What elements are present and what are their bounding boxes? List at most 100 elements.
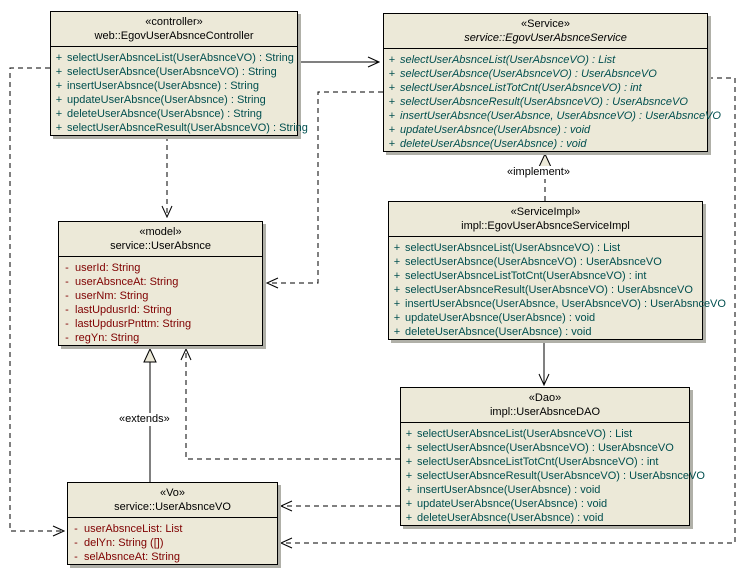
extends-edge-label: «extends» <box>117 413 172 426</box>
member-text: selectUserAbsnce(UserAbsnceVO) : UserAbs… <box>405 256 662 268</box>
visibility-symbol: + <box>388 138 396 150</box>
visibility-symbol: + <box>55 108 63 120</box>
class-name: web::EgovUserAbsnceController <box>94 30 254 42</box>
class-name: service::UserAbsnceVO <box>114 501 231 513</box>
visibility-symbol: + <box>405 512 413 524</box>
class-methods: + selectUserAbsnceList(UserAbsnceVO) : St… <box>51 47 308 135</box>
class-stereotype: «controller» <box>145 16 203 28</box>
class-box-serviceimpl[interactable]: «ServiceImpl» impl::EgovUserAbsnceServic… <box>388 201 726 340</box>
member-row: +selectUserAbsnce(UserAbsnceVO) : UserAb… <box>401 441 689 455</box>
member-row: + selectUserAbsnceListTotCnt(UserAbsnceVO… <box>401 455 689 469</box>
class-title: «model» service::UserAbsnce <box>59 222 262 257</box>
member-text: userAbsnceAt: String <box>75 276 179 288</box>
visibility-symbol: + <box>405 456 413 468</box>
class-methods: + selectUserAbsnceList(UserAbsnceVO) : Li… <box>384 49 721 151</box>
member-row: -userAbsnceAt: String <box>59 275 262 289</box>
member-row: +selectUserAbsnceResult(UserAbsnceVO) : … <box>389 283 702 297</box>
member-text: selectUserAbsnce(UserAbsnceVO) : UserAbs… <box>400 68 657 80</box>
visibility-symbol: - <box>74 537 78 549</box>
visibility-symbol: + <box>405 428 413 440</box>
dependency-dao-to-model[interactable] <box>186 349 400 460</box>
member-text: deleteUserAbsnce(UserAbsnce) : String <box>67 108 263 120</box>
member-text: deleteUserAbsnce(UserAbsnce) : void <box>417 512 604 524</box>
member-row: -delYn: String ([]) <box>68 536 277 550</box>
member-row: -lastUpdusrPnttm: String <box>59 317 262 331</box>
member-text: userAbsnceList: List <box>84 523 183 535</box>
visibility-symbol: - <box>65 276 69 288</box>
dependency-service-to-model[interactable] <box>267 91 383 283</box>
visibility-symbol: - <box>65 290 69 302</box>
member-row: -userNm: String <box>59 289 262 303</box>
visibility-symbol: + <box>393 326 401 338</box>
member-text: updateUserAbsnce(UserAbsnce) : void <box>405 312 596 324</box>
visibility-symbol: - <box>74 551 78 563</box>
class-name: impl::UserAbsnceDAO <box>489 406 601 418</box>
visibility-symbol: + <box>393 284 401 296</box>
member-text: selectUserAbsnceList(UserAbsnceVO) : Lis… <box>400 54 616 66</box>
class-name: impl::EgovUserAbsnceServiceImpl <box>461 220 630 232</box>
member-row: +selectUserAbsnceResult(UserAbsnceVO) : … <box>401 469 705 483</box>
member-text: userNm: String <box>75 290 149 302</box>
member-text: deleteUserAbsnce(UserAbsnce) : void <box>405 326 592 338</box>
implement-edge-label: «implement» <box>505 166 572 179</box>
visibility-symbol: + <box>388 82 396 94</box>
member-text: selectUserAbsnce(UserAbsnceVO) : String <box>67 66 277 78</box>
member-row: +insertUserAbsnce(UserAbsnce, UserAbsnce… <box>389 297 726 311</box>
visibility-symbol: - <box>74 523 78 535</box>
class-stereotype: «Dao» <box>528 392 562 404</box>
member-row: +selectUserAbsnceResult(UserAbsnceVO) : … <box>51 121 308 135</box>
member-row: + deleteUserAbsnce(UserAbsnce) : void <box>389 325 702 339</box>
class-box-service[interactable]: «Service» service::EgovUserAbsnceService… <box>383 13 721 152</box>
member-text: insertUserAbsnce(UserAbsnce) : void <box>417 484 601 496</box>
member-row: +insertUserAbsnce(UserAbsnce, UserAbsnce… <box>384 109 721 123</box>
class-attributes: -userId: String-userAbsnceAt: String-use… <box>59 257 262 345</box>
member-row: + updateUserAbsnce(UserAbsnce) : String <box>51 93 297 107</box>
member-text: updateUserAbsnce(UserAbsnce) : void <box>400 124 591 136</box>
member-row: -regYn: String <box>59 331 262 345</box>
visibility-symbol: + <box>55 94 63 106</box>
visibility-symbol: + <box>393 242 401 254</box>
class-stereotype: «Service» <box>521 18 570 30</box>
member-row: +selectUserAbsnceListTotCnt(UserAbsnceVO… <box>389 269 702 283</box>
member-text: selectUserAbsnceResult(UserAbsnceVO) : U… <box>400 96 688 108</box>
member-text: selectUserAbsnceList(UserAbsnceVO) : Str… <box>67 52 294 64</box>
member-text: insertUserAbsnce(UserAbsnce) : String <box>67 80 259 92</box>
visibility-symbol: - <box>65 262 69 274</box>
member-text: deleteUserAbsnce(UserAbsnce) : void <box>400 138 587 150</box>
dependency-service-to-vo[interactable] <box>281 77 736 543</box>
visibility-symbol: + <box>405 498 413 510</box>
visibility-symbol: + <box>388 54 396 66</box>
dependency-controller-to-vo[interactable] <box>9 67 64 531</box>
member-row: +insertUserAbsnce(UserAbsnce) : String <box>51 79 297 93</box>
class-title: «Vo» service::UserAbsnceVO <box>68 483 277 518</box>
visibility-symbol: + <box>405 442 413 454</box>
member-text: selectUserAbsnceList(UserAbsnceVO) : Lis… <box>405 242 621 254</box>
member-row: +updateUserAbsnce(UserAbsnce) : void <box>389 311 702 325</box>
class-attributes: -userAbsnceList: List-delYn: String ([])… <box>68 518 277 564</box>
class-box-model[interactable]: «model» service::UserAbsnce -userId: Str… <box>58 221 263 346</box>
class-box-controller[interactable]: «controller» web::EgovUserAbsnceControll… <box>50 11 308 136</box>
member-row: -userId: String <box>59 261 262 275</box>
class-title: «Dao» impl::UserAbsnceDAO <box>401 388 689 423</box>
member-row: +updateUserAbsnce(UserAbsnce) : void <box>401 497 689 511</box>
member-text: lastUpdusrId: String <box>75 304 172 316</box>
member-row: + deleteUserAbsnce(UserAbsnce) : void <box>384 137 707 151</box>
visibility-symbol: + <box>388 110 396 122</box>
member-text: selectUserAbsnceResult(UserAbsnceVO) : U… <box>417 470 705 482</box>
visibility-symbol: - <box>65 304 69 316</box>
member-text: updateUserAbsnce(UserAbsnce) : String <box>67 94 266 106</box>
member-row: + selectUserAbsnce(UserAbsnceVO) : String <box>51 65 297 79</box>
class-methods: + selectUserAbsnceList(UserAbsnceVO) : Li… <box>389 237 726 339</box>
member-text: selectUserAbsnceListTotCnt(UserAbsnceVO)… <box>417 456 659 468</box>
class-stereotype: «ServiceImpl» <box>510 206 581 218</box>
member-row: +updateUserAbsnce(UserAbsnce) : void <box>384 123 707 137</box>
visibility-symbol: + <box>55 66 63 78</box>
member-row: -userAbsnceList: List <box>68 522 277 536</box>
member-text: selAbsnceAt: String <box>84 551 180 563</box>
class-box-dao[interactable]: «Dao» impl::UserAbsnceDAO +selectUserAbs… <box>400 387 705 526</box>
visibility-symbol: + <box>55 122 63 134</box>
class-box-vo[interactable]: «Vo» service::UserAbsnceVO -userAbsnceLi… <box>67 482 278 565</box>
member-text: selectUserAbsnceListTotCnt(UserAbsnceVO)… <box>405 270 647 282</box>
member-row: + selectUserAbsnceList(UserAbsnceVO) : Li… <box>389 241 702 255</box>
